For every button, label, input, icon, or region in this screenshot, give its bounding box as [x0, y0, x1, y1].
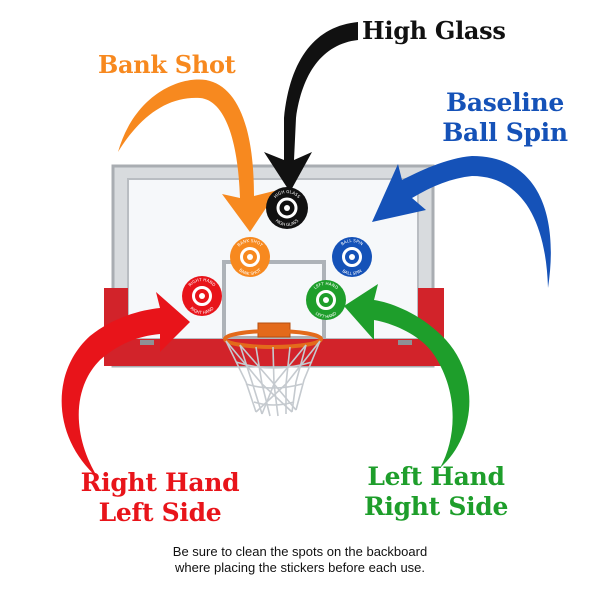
- sticker-left-hand-text-top: LEFT HAND: [313, 281, 340, 290]
- sticker-high-glass-ring: [276, 197, 298, 219]
- arrow-high-glass: [264, 22, 358, 192]
- label-right-hand-left-side: Right Hand Left Side: [50, 468, 270, 528]
- label-left-hand-line2: Right Side: [363, 492, 509, 521]
- sticker-right-hand-ring: [192, 286, 212, 306]
- sticker-left-hand: LEFT HAND LEFT HAND: [306, 280, 346, 320]
- sticker-left-hand-ring: [316, 290, 336, 310]
- arrow-bank-shot-body: [118, 79, 278, 232]
- backboard-pad: [104, 288, 444, 366]
- sticker-ball-spin-dot: [349, 254, 355, 260]
- sticker-high-glass-text-bottom: HIGH GLASS: [275, 218, 300, 227]
- pad-bracket-left: [140, 340, 154, 345]
- sticker-high-glass-dot: [284, 205, 290, 211]
- arrow-baseline-body: [372, 156, 551, 288]
- label-left-hand-right-side: Left Hand Right Side: [326, 462, 546, 522]
- footnote: Be sure to clean the spots on the backbo…: [0, 544, 600, 576]
- sticker-right-hand: RIGHT HAND RIGHT HAND: [182, 276, 222, 316]
- sticker-ball-spin-text-bottom: BALL SPIN: [341, 268, 362, 276]
- footnote-line2: where placing the stickers before each u…: [174, 560, 426, 575]
- sticker-high-glass: HIGH GLASS HIGH GLASS: [266, 187, 308, 229]
- arrow-right-hand-body: [61, 292, 190, 478]
- sticker-bank-shot: BANK SHOT BANK SHOT: [230, 237, 270, 277]
- sticker-right-hand-text-bottom: RIGHT HAND: [189, 306, 214, 315]
- arrow-left-hand: [344, 284, 470, 468]
- sticker-left-hand-dot: [323, 297, 329, 303]
- arrow-left-hand-body: [344, 284, 470, 468]
- sticker-bank-shot-ring: [240, 247, 260, 267]
- net: [225, 340, 321, 417]
- label-right-hand-line1: Right Hand: [80, 468, 240, 497]
- label-baseline-ball-spin: Baseline Ball Spin: [430, 88, 580, 148]
- label-bank-shot: Bank Shot: [98, 50, 236, 79]
- sticker-right-hand-dot: [199, 293, 205, 299]
- label-left-hand-line1: Left Hand: [367, 462, 505, 491]
- label-baseline-line2: Ball Spin: [442, 118, 568, 147]
- label-right-hand-line2: Left Side: [98, 498, 222, 527]
- sticker-ball-spin: BALL SPIN BALL SPIN: [332, 237, 372, 277]
- basketball-hoop: [223, 322, 323, 417]
- arrow-high-glass-body: [264, 22, 358, 192]
- pad-bracket-right: [398, 340, 412, 345]
- arrow-right-hand: [61, 292, 190, 478]
- label-baseline-line1: Baseline: [446, 88, 564, 117]
- sticker-ball-spin-text-top: BALL SPIN: [340, 238, 364, 247]
- arrow-baseline-ball-spin: [372, 156, 551, 288]
- sticker-bank-shot-text-bottom: BANK SHOT: [238, 267, 262, 276]
- sticker-bank-shot-dot: [247, 254, 253, 260]
- sticker-left-hand-text-bottom: LEFT HAND: [315, 311, 338, 319]
- arrow-bank-shot: [118, 79, 278, 232]
- sticker-bank-shot-text-top: BANK SHOT: [236, 238, 264, 248]
- sticker-ball-spin-ring: [342, 247, 362, 267]
- label-high-glass: High Glass: [362, 16, 506, 45]
- footnote-line1: Be sure to clean the spots on the backbo…: [172, 544, 428, 559]
